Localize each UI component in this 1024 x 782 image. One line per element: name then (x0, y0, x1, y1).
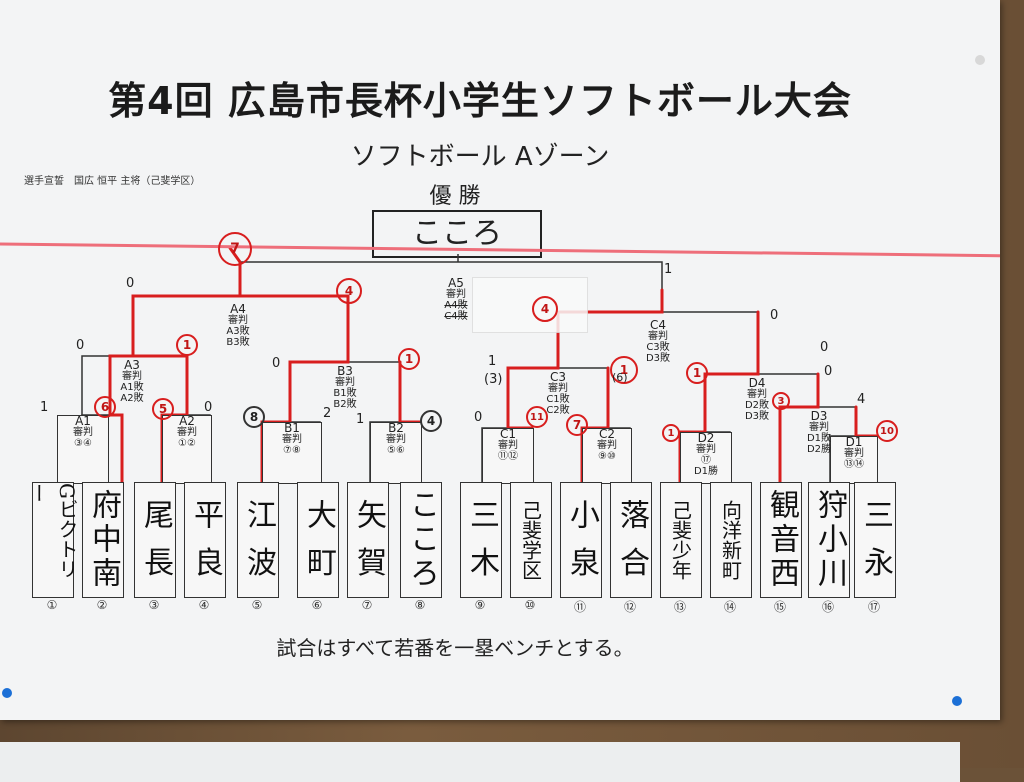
team-7: 矢 賀 (347, 482, 389, 598)
score-d4-left: 1 (686, 362, 708, 384)
score-c1-left: 0 (474, 410, 483, 425)
score-c4-right: 0 (770, 308, 779, 323)
score-a4-left: 0 (126, 276, 135, 291)
team-2: 府中南 (82, 482, 124, 598)
score-d4-right: 0 (824, 364, 833, 379)
pin-icon (2, 688, 12, 698)
team-3: 尾 長 (134, 482, 176, 598)
team-num-12: ⑫ (623, 600, 636, 614)
team-15: 観音西 (760, 482, 802, 598)
page-title: 第4回 広島市長杯小学生ソフトボール大会 (108, 79, 852, 123)
team-num-7: ⑦ (361, 598, 373, 612)
score-b3-left: 0 (272, 356, 281, 371)
team-num-6: ⑥ (311, 598, 323, 612)
team-12: 落 合 (610, 482, 652, 598)
second-paper (0, 742, 960, 782)
score-c3-right2: (6) (612, 371, 628, 384)
footer-note: 試合はすべて若番を一塁ベンチとする。 (276, 636, 634, 660)
team-num-14: ⑭ (723, 600, 736, 614)
score-c4-left: 4 (532, 296, 558, 322)
team-num-16: ⑯ (821, 600, 834, 614)
team-num-17: ⑰ (867, 600, 880, 614)
score-c3-right: 1 (610, 356, 638, 384)
team-8: こころ (400, 482, 442, 598)
score-d2-left: 1 (662, 424, 680, 442)
team-num-5: ⑤ (251, 598, 263, 612)
score-a4-right: 4 (336, 278, 362, 304)
score-a1-left: 1 (40, 400, 49, 415)
score-a3-left: 0 (76, 338, 85, 353)
team-6: 大 町 (297, 482, 339, 598)
score-c3-left: 1 (488, 354, 497, 369)
score-a3-right: 1 (176, 334, 198, 356)
team-10: 己斐学区 (510, 482, 552, 598)
score-a1-right: 6 (94, 396, 116, 418)
score-final-right: 1 (664, 262, 673, 277)
team-13: 己斐少年 (660, 482, 702, 598)
team-5: 江 波 (237, 482, 279, 598)
team-14: 向洋新町 (710, 482, 752, 598)
score-c2-left: 7 (566, 414, 588, 436)
score-c3-left2: (3) (484, 372, 503, 387)
score-d3-left: 3 (772, 392, 790, 410)
pin-icon (975, 55, 985, 65)
oath-note: 選手宣誓 国広 恒平 主将（己斐学区） (24, 176, 201, 187)
team-num-4: ④ (198, 598, 210, 612)
champion-box: こころ (372, 210, 542, 258)
masking-tape (472, 277, 588, 333)
score-final-left: 7 (218, 232, 252, 266)
team-num-13: ⑬ (673, 600, 686, 614)
champion-label: 優 勝 (429, 184, 481, 209)
team-num-10: ⑩ (524, 598, 536, 612)
score-a2-right: 0 (204, 400, 213, 415)
team-11: 小 泉 (560, 482, 602, 598)
score-b2-right: 4 (420, 410, 442, 432)
score-c1-right: 11 (526, 406, 548, 428)
team-num-8: ⑧ (414, 598, 426, 612)
team-num-15: ⑮ (773, 600, 786, 614)
score-b1-left: 8 (243, 406, 265, 428)
team-16: 狩小川 (808, 482, 850, 598)
score-d1-left: 4 (857, 392, 866, 407)
team-17: 三 永 (854, 482, 896, 598)
score-b3-right: 1 (398, 348, 420, 370)
bracket-paper: 第4回 広島市長杯小学生ソフトボール大会 ソフトボール Aゾーン 選手宣誓 国広… (0, 0, 1000, 720)
page-subtitle: ソフトボール Aゾーン (350, 142, 610, 172)
team-num-1: ① (46, 598, 58, 612)
pin-icon (952, 696, 962, 706)
team-4: 平 良 (184, 482, 226, 598)
score-a2-left: 5 (152, 398, 174, 420)
team-9: 三 木 (460, 482, 502, 598)
score-d3-top: 0 (820, 340, 829, 355)
team-1: Gビクトリー (26, 482, 79, 598)
score-d1-right: 10 (876, 420, 898, 442)
team-num-3: ③ (148, 598, 160, 612)
score-b2-left: 1 (356, 412, 365, 427)
team-num-11: ⑪ (573, 600, 586, 614)
team-num-9: ⑨ (474, 598, 486, 612)
team-num-2: ② (96, 598, 108, 612)
score-b1-right: 2 (323, 406, 332, 421)
